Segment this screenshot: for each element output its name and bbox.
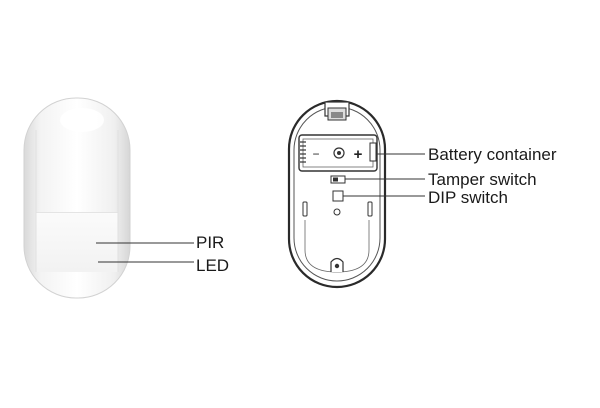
dip-switch-label: DIP switch [428,188,508,207]
pir-lens [36,212,118,272]
battery-container-label: Battery container [428,145,557,164]
led-label: LED [196,256,230,275]
dip-switch [332,190,344,202]
battery-negative-mark: − [312,147,319,161]
pir-label: PIR [196,233,225,252]
sensor-front-view [23,97,194,299]
mounting-hole [330,257,344,272]
sensor-back-view: − + [287,99,425,289]
tamper-switch [330,175,346,184]
battery-positive-mark: + [354,146,363,163]
tamper-switch-label: Tamper switch [428,170,537,189]
battery-container [298,134,378,172]
